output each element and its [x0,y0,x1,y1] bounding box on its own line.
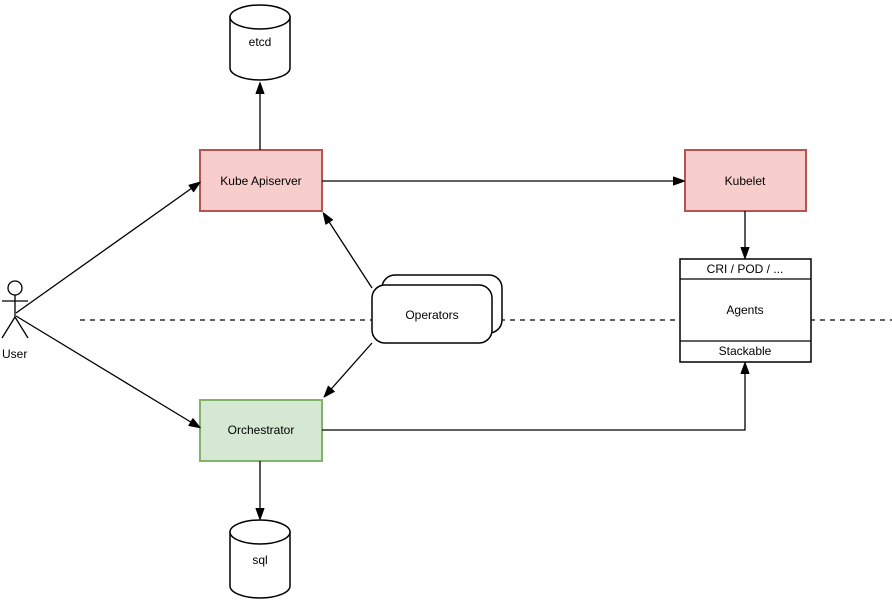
sql-cylinder-top[interactable] [229,519,291,545]
edge-user-to-kube-apiserver[interactable] [15,181,201,314]
edge-operators-to-orchestrator[interactable] [323,342,373,398]
agents-box[interactable] [679,258,812,363]
agents-label: Agents [726,303,763,317]
agents-header-label: CRI / POD / ... [707,262,784,276]
user-actor-body[interactable] [1,295,29,339]
node-kubelet[interactable] [684,149,807,212]
node-orchestrator[interactable] [199,399,323,462]
kube-apiserver-label: Kube Apiserver [220,174,301,188]
edge-operators-to-kube-apiserver[interactable] [322,212,373,289]
node-kube-apiserver[interactable] [199,149,323,212]
operators-label: Operators [405,308,458,322]
user-label: User [2,347,27,361]
user-actor-head[interactable] [7,280,23,296]
agents-footer-label: Stackable [719,344,772,358]
node-etcd[interactable] [229,4,291,81]
kubelet-label: Kubelet [725,174,766,188]
etcd-cylinder-body[interactable] [229,16,291,81]
etcd-label: etcd [249,35,272,49]
operators-front-card[interactable] [371,284,493,344]
edge-orchestrator-to-agents[interactable] [322,362,750,431]
node-sql[interactable] [229,519,291,599]
sql-cylinder-body[interactable] [229,531,291,599]
etcd-cylinder-top[interactable] [229,4,291,30]
node-user[interactable] [1,280,29,339]
sql-label: sql [252,553,267,567]
node-operators[interactable] [371,274,503,344]
orchestrator-label: Orchestrator [228,423,295,437]
edge-user-to-orchestrator[interactable] [15,315,201,429]
node-agents[interactable] [679,258,812,363]
